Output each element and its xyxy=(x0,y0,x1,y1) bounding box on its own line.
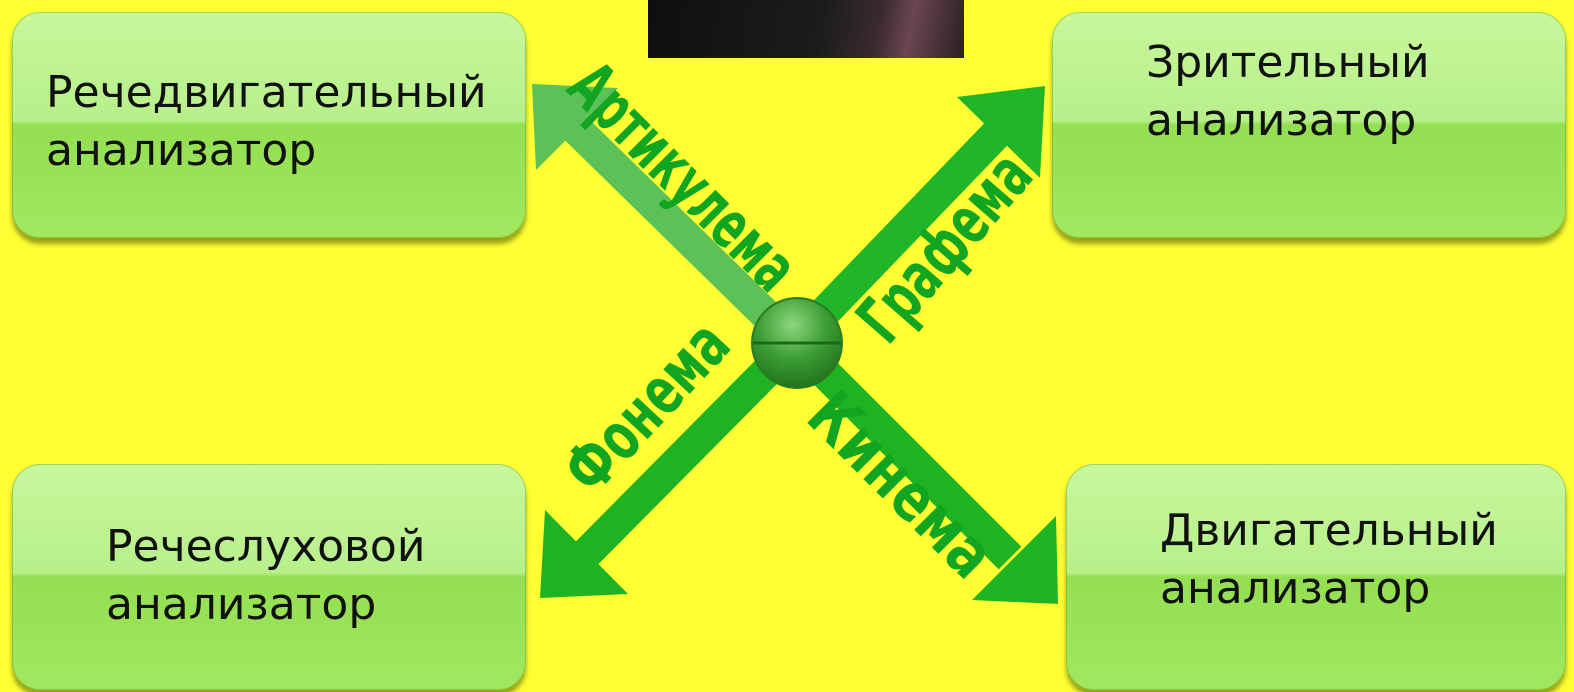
label-kinema: Кинема xyxy=(793,376,1010,593)
label-articulema: Артикулема xyxy=(553,47,813,307)
